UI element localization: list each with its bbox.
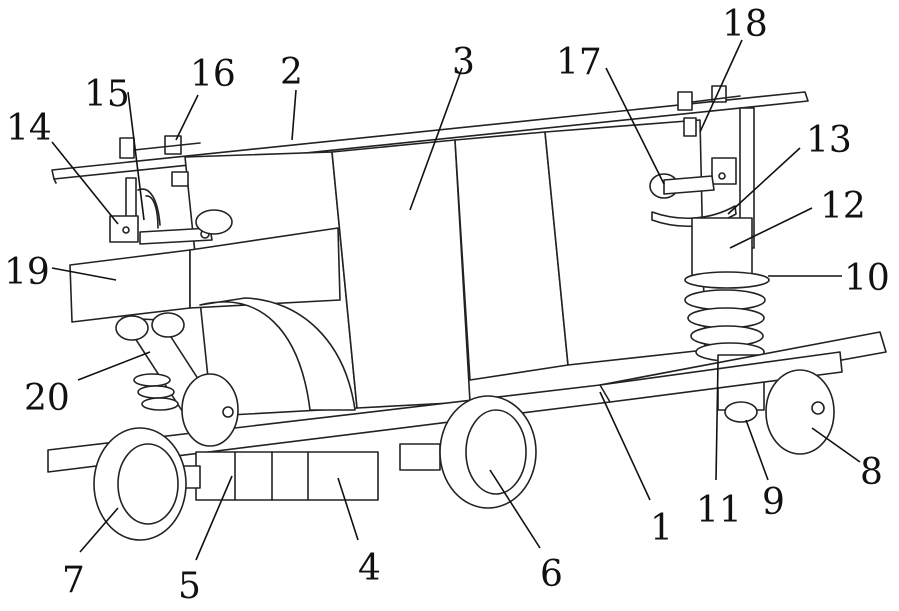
callout-12: 12 (820, 186, 866, 227)
callout-16: 16 (190, 54, 236, 95)
callout-2: 2 (280, 52, 303, 93)
callout-10: 10 (844, 258, 890, 299)
callout-5: 5 (178, 566, 201, 606)
callout-3: 3 (452, 42, 475, 83)
callout-17: 17 (556, 42, 602, 83)
callout-7: 7 (62, 560, 85, 601)
callout-13: 13 (806, 120, 852, 161)
callout-14: 14 (6, 108, 52, 149)
callout-18: 18 (722, 4, 768, 45)
callout-11: 11 (696, 490, 742, 531)
callout-19: 19 (4, 252, 50, 293)
callout-20: 20 (24, 378, 70, 419)
callout-15: 15 (84, 74, 130, 115)
callout-6: 6 (540, 554, 563, 595)
callout-9: 9 (762, 482, 785, 523)
callout-1: 1 (650, 508, 673, 549)
callout-4: 4 (358, 548, 381, 589)
callout-8: 8 (860, 452, 883, 493)
